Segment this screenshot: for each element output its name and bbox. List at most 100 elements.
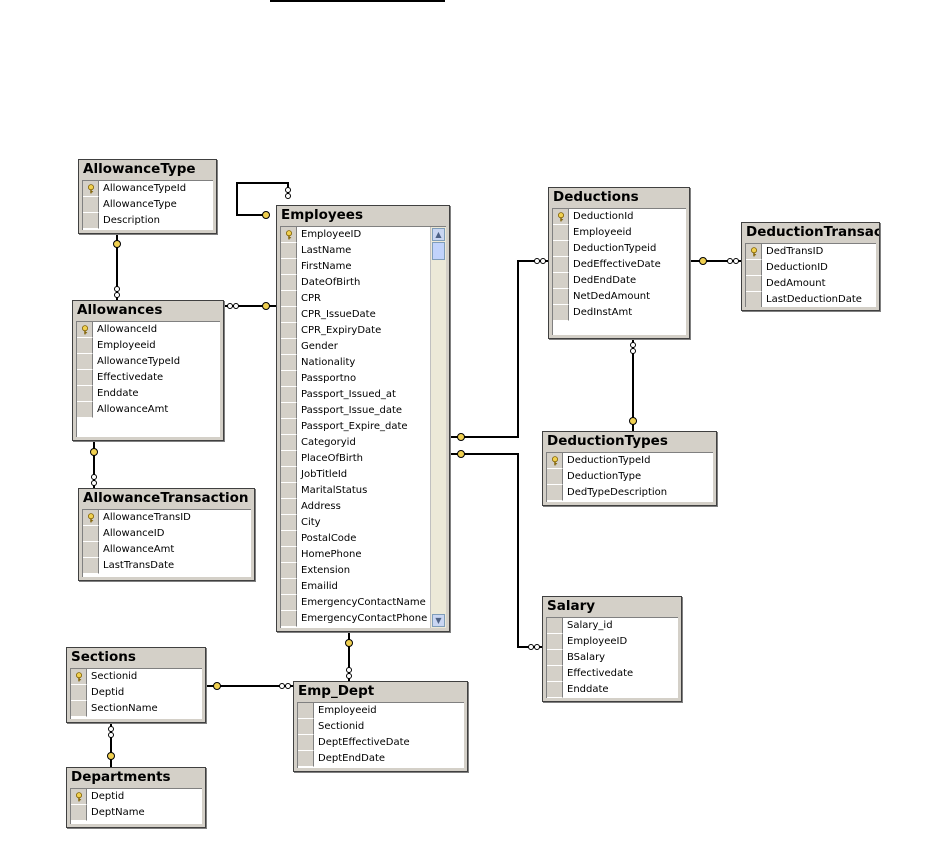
field-row[interactable]: DeductionId — [553, 209, 686, 225]
row-selector[interactable] — [553, 289, 569, 305]
row-selector[interactable] — [83, 510, 99, 526]
row-selector[interactable] — [77, 402, 93, 418]
field-row[interactable]: Passport_Expire_date — [281, 419, 446, 435]
field-row[interactable]: HomePhone — [281, 547, 446, 563]
field-row[interactable]: Employeeid — [553, 225, 686, 241]
field-row[interactable]: DedAmount — [746, 276, 876, 292]
field-row[interactable]: DeptEndDate — [298, 751, 464, 767]
row-selector[interactable] — [77, 322, 93, 338]
field-row[interactable]: Enddate — [77, 386, 220, 402]
field-row[interactable]: Address — [281, 499, 446, 515]
row-selector[interactable] — [553, 241, 569, 257]
row-selector[interactable] — [281, 243, 297, 259]
row-selector[interactable] — [746, 276, 762, 292]
row-selector[interactable] — [281, 467, 297, 483]
field-row[interactable]: DedEndDate — [553, 273, 686, 289]
row-selector[interactable] — [298, 719, 314, 735]
field-row[interactable]: MaritalStatus — [281, 483, 446, 499]
field-row[interactable]: Deptid — [71, 789, 202, 805]
field-row[interactable]: AllowanceTransID — [83, 510, 251, 526]
row-selector[interactable] — [281, 435, 297, 451]
field-row[interactable]: EmployeeID — [281, 227, 446, 243]
field-row[interactable]: NetDedAmount — [553, 289, 686, 305]
field-row[interactable]: AllowanceId — [77, 322, 220, 338]
field-row[interactable]: Description — [83, 213, 213, 229]
field-row[interactable]: Passportno — [281, 371, 446, 387]
scroll-down-arrow-icon[interactable]: ▼ — [432, 614, 445, 627]
field-row[interactable]: DeductionType — [547, 469, 713, 485]
field-row[interactable]: CPR_IssueDate — [281, 307, 446, 323]
row-selector[interactable] — [298, 703, 314, 719]
row-selector[interactable] — [547, 469, 563, 485]
vertical-scrollbar[interactable]: ▲▼ — [430, 227, 446, 628]
row-selector[interactable] — [298, 751, 314, 767]
row-selector[interactable] — [71, 805, 87, 821]
row-selector[interactable] — [83, 197, 99, 213]
row-selector[interactable] — [547, 666, 563, 682]
row-selector[interactable] — [281, 515, 297, 531]
field-row[interactable]: AllowanceAmt — [77, 402, 220, 418]
row-selector[interactable] — [71, 789, 87, 805]
row-selector[interactable] — [746, 292, 762, 307]
field-row[interactable]: AllowanceTypeId — [83, 181, 213, 197]
row-selector[interactable] — [281, 483, 297, 499]
field-row[interactable]: Nationality — [281, 355, 446, 371]
field-row[interactable]: Passport_Issue_date — [281, 403, 446, 419]
field-row[interactable]: CPR_ExpiryDate — [281, 323, 446, 339]
row-selector[interactable] — [746, 244, 762, 260]
field-row[interactable]: LastTransDate — [83, 558, 251, 574]
row-selector[interactable] — [281, 419, 297, 435]
row-selector[interactable] — [83, 213, 99, 229]
field-row[interactable]: DedTransID — [746, 244, 876, 260]
row-selector[interactable] — [547, 634, 563, 650]
field-row[interactable]: Effectivedate — [547, 666, 678, 682]
row-selector[interactable] — [281, 227, 297, 243]
row-selector[interactable] — [746, 260, 762, 276]
row-selector[interactable] — [77, 338, 93, 354]
row-selector[interactable] — [71, 685, 87, 701]
row-selector[interactable] — [281, 307, 297, 323]
row-selector[interactable] — [553, 209, 569, 225]
field-row[interactable]: DeductionTypeid — [553, 241, 686, 257]
row-selector[interactable] — [83, 542, 99, 558]
row-selector[interactable] — [281, 547, 297, 563]
row-selector[interactable] — [547, 618, 563, 634]
row-selector[interactable] — [281, 387, 297, 403]
row-selector[interactable] — [281, 339, 297, 355]
field-row[interactable]: City — [281, 515, 446, 531]
row-selector[interactable] — [298, 735, 314, 751]
row-selector[interactable] — [281, 275, 297, 291]
field-row[interactable]: PlaceOfBirth — [281, 451, 446, 467]
row-selector[interactable] — [77, 354, 93, 370]
row-selector[interactable] — [281, 499, 297, 515]
field-row[interactable]: LastName — [281, 243, 446, 259]
field-row[interactable]: Categoryid — [281, 435, 446, 451]
row-selector[interactable] — [281, 579, 297, 595]
field-row[interactable]: DedEffectiveDate — [553, 257, 686, 273]
row-selector[interactable] — [77, 386, 93, 402]
row-selector[interactable] — [281, 611, 297, 627]
row-selector[interactable] — [547, 682, 563, 698]
field-row[interactable]: DeductionTypeId — [547, 453, 713, 469]
field-row[interactable]: DedTypeDescription — [547, 485, 713, 501]
field-row[interactable]: PostalCode — [281, 531, 446, 547]
field-row[interactable]: Extension — [281, 563, 446, 579]
row-selector[interactable] — [281, 595, 297, 611]
row-selector[interactable] — [553, 305, 569, 321]
row-selector[interactable] — [71, 669, 87, 685]
row-selector[interactable] — [281, 291, 297, 307]
field-row[interactable]: Salary_id — [547, 618, 678, 634]
field-row[interactable]: LastDeductionDate — [746, 292, 876, 307]
field-row[interactable]: EmergencyContactPhone — [281, 611, 446, 627]
row-selector[interactable] — [281, 403, 297, 419]
row-selector[interactable] — [281, 259, 297, 275]
